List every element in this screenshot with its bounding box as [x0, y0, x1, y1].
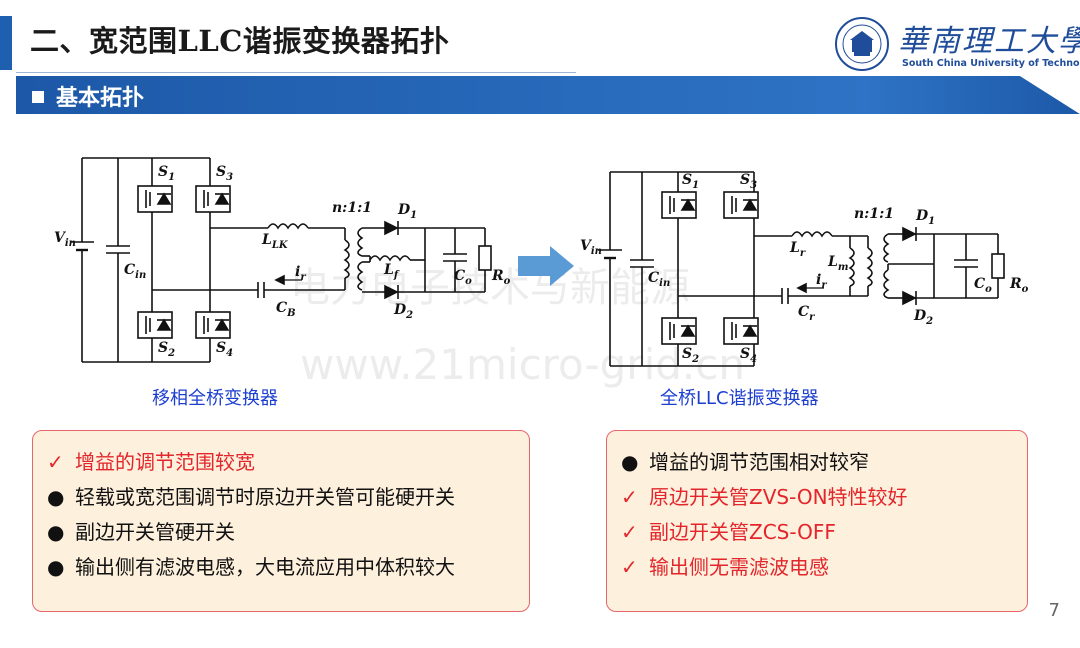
section-heading-text: 基本拓扑 — [56, 86, 145, 111]
label-turns-ratio: n:1:1 — [332, 200, 372, 216]
bullet-dot-icon: ● — [47, 520, 65, 544]
feature-item: ● 副边开关管硬开关 — [47, 515, 529, 550]
label-s1: S1 — [682, 172, 700, 191]
label-llk: LLK — [262, 232, 288, 251]
circuit-schematic-left — [70, 157, 492, 363]
circuit-schematic-right — [598, 171, 1005, 367]
feature-text: 输出侧无需滤波电感 — [649, 555, 829, 579]
check-mark-icon: ✓ — [621, 485, 638, 509]
label-d2: D2 — [394, 302, 414, 321]
feature-text: 轻载或宽范围调节时原边开关管可能硬开关 — [75, 485, 455, 509]
feature-text: 副边开关管硬开关 — [75, 520, 235, 544]
llc-features-box: ● 增益的调节范围相对较窄 ✓ 原边开关管ZVS-ON特性较好 ✓ 副边开关管ZCS-OF… — [606, 430, 1028, 612]
feature-item: ✓ 增益的调节范围较宽 — [47, 445, 529, 480]
label-lf: Lf — [384, 262, 399, 281]
phase-shift-feature-list: ✓增益的调节范围较宽●轻载或宽范围调节时原边开关管可能硬开关●副边开关管硬开关●… — [47, 445, 529, 585]
slide-title: 二、宽范围LLC谐振变换器拓扑 — [30, 24, 450, 58]
caption-left-circuit: 移相全桥变换器 — [152, 388, 278, 409]
label-ro: Ro — [492, 268, 511, 287]
feature-item: ✓ 输出侧无需滤波电感 — [621, 550, 1027, 585]
bullet-dot-icon: ● — [47, 485, 65, 509]
check-mark-icon: ✓ — [47, 450, 64, 474]
label-lr: Lr — [790, 240, 806, 259]
university-logo: 華南理工大學 South China University of Technol… — [834, 12, 1080, 76]
phase-shift-full-bridge-circuit: Vin Cin S1 S3 S2 S4 LLK ir CB n:1:1 D1 D… — [40, 150, 510, 375]
square-bullet-icon — [32, 91, 44, 103]
label-s3: S3 — [740, 172, 758, 191]
section-banner: 基本拓扑 — [16, 76, 1080, 114]
feature-text: 副边开关管ZCS-OFF — [649, 520, 836, 544]
llc-feature-list: ● 增益的调节范围相对较窄 ✓ 原边开关管ZVS-ON特性较好 ✓ 副边开关管ZCS-OF… — [621, 445, 1027, 585]
feature-text: 增益的调节范围较宽 — [75, 450, 255, 474]
page-number: 7 — [1048, 600, 1060, 621]
label-co: Co — [974, 276, 992, 295]
banner-shape — [16, 76, 1080, 114]
bullet-dot-icon: ● — [47, 555, 65, 579]
label-d1: D1 — [398, 202, 418, 221]
feature-item: ✓ 副边开关管ZCS-OFF — [621, 515, 1027, 550]
right-arrow-icon — [518, 246, 574, 286]
label-ir: ir — [295, 264, 306, 283]
label-s2: S2 — [158, 340, 176, 359]
feature-text: 原边开关管ZVS-ON特性较好 — [649, 485, 908, 509]
university-name-cn: 華南理工大學 — [898, 24, 1080, 59]
full-bridge-llc-circuit: Vin Cin S1 S3 S2 S4 Lr Lm ir Cr n:1:1 D1… — [578, 168, 1040, 378]
feature-item: ● 增益的调节范围相对较窄 — [621, 445, 1027, 480]
label-ro: Ro — [1010, 276, 1029, 295]
label-cin: Cin — [124, 262, 147, 281]
label-vin: Vin — [54, 230, 76, 249]
label-cin: Cin — [648, 270, 671, 289]
label-cr: Cr — [798, 304, 815, 323]
section-heading: 基本拓扑 — [32, 80, 144, 112]
label-turns-ratio: n:1:1 — [854, 206, 894, 222]
seal-icon — [835, 17, 889, 71]
label-s3: S3 — [216, 164, 234, 183]
feature-item: ● 输出侧有滤波电感，大电流应用中体积较大 — [47, 550, 529, 585]
label-co: Co — [454, 268, 472, 287]
check-mark-icon: ✓ — [621, 520, 638, 544]
label-vin: Vin — [580, 238, 602, 257]
bullet-dot-icon: ● — [621, 450, 639, 474]
caption-right-circuit: 全桥LLC谐振变换器 — [660, 388, 819, 409]
label-s4: S4 — [216, 340, 234, 359]
label-lm: Lm — [828, 254, 849, 273]
label-s4: S4 — [740, 346, 758, 365]
university-name-en: South China University of Technology — [902, 58, 1080, 69]
label-cb: CB — [276, 300, 296, 319]
feature-text: 增益的调节范围相对较窄 — [649, 450, 869, 474]
check-mark-icon: ✓ — [621, 555, 638, 579]
label-s2: S2 — [682, 346, 700, 365]
label-s1: S1 — [158, 164, 176, 183]
label-d2: D2 — [914, 308, 934, 327]
phase-shift-features-box: ✓增益的调节范围较宽●轻载或宽范围调节时原边开关管可能硬开关●副边开关管硬开关●… — [32, 430, 530, 612]
label-d1: D1 — [916, 208, 936, 227]
feature-text: 输出侧有滤波电感，大电流应用中体积较大 — [75, 555, 455, 579]
feature-item: ● 轻载或宽范围调节时原边开关管可能硬开关 — [47, 480, 529, 515]
title-accent-bar — [0, 16, 12, 70]
title-underline — [16, 72, 576, 73]
label-ir: ir — [816, 272, 827, 291]
feature-item: ✓ 原边开关管ZVS-ON特性较好 — [621, 480, 1027, 515]
